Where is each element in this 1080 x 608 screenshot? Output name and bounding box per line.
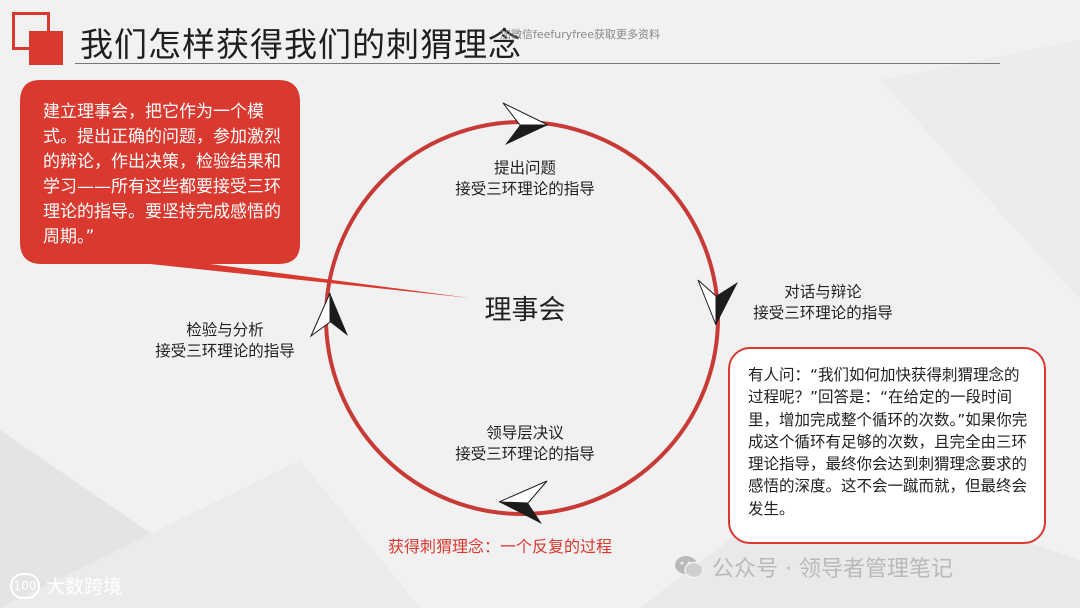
wechat-icon <box>675 556 704 579</box>
process-caption: 获得刺猬理念：一个反复的过程 <box>388 537 613 556</box>
step-test-analyze: 检验与分析 接受三环理论的指导 <box>140 320 310 362</box>
step-dialogue-debate: 对话与辩论 接受三环理论的指导 <box>738 282 908 324</box>
step-title: 领导层决议 <box>486 424 564 442</box>
step-subtitle: 接受三环理论的指导 <box>455 445 595 463</box>
cycle-center-label: 理事会 <box>484 295 566 326</box>
speech-bubble-text: 建立理事会，把它作为一个模式。提出正确的问题，参加激烈的辩论，作出决策，检验结果… <box>43 102 281 247</box>
arrow-left-icon <box>309 292 348 338</box>
arrow-top-icon <box>502 102 549 145</box>
brand-logo-icon: 100 <box>10 572 40 599</box>
note-box <box>728 347 1046 544</box>
page-title: 我们怎样获得我们的刺猬理念 <box>80 25 522 64</box>
step-title: 对话与辩论 <box>784 283 862 301</box>
wechat-account-label: 公众号 · 领导者管理笔记 <box>712 557 953 582</box>
arrow-bottom-icon <box>498 480 548 524</box>
brand-name: 大数跨境 <box>46 576 123 598</box>
step-subtitle: 接受三环理论的指导 <box>455 180 595 198</box>
step-leadership-decision: 领导层决议 接受三环理论的指导 <box>440 423 610 465</box>
step-subtitle: 接受三环理论的指导 <box>155 342 295 360</box>
step-title: 检验与分析 <box>186 321 264 339</box>
wechat-watermark: 公众号 · 领导者管理笔记 <box>674 551 953 583</box>
title-decoration-fill <box>29 31 63 65</box>
arrow-right-icon <box>697 279 738 326</box>
step-ask-questions: 提出问题 接受三环理论的指导 <box>440 158 610 200</box>
watermark-text: 加微信feefuryfree获取更多资料 <box>500 28 660 41</box>
step-title: 提出问题 <box>493 159 556 177</box>
speech-bubble-shape <box>20 80 470 298</box>
note-text: 有人问：“我们如何加快获得刺猬理念的过程呢？”回答是：“在给定的一段时间里，增加… <box>748 366 1028 518</box>
brand-footer: 100 大数跨境 <box>10 572 122 599</box>
step-subtitle: 接受三环理论的指导 <box>753 304 893 322</box>
title-divider <box>75 63 1000 64</box>
